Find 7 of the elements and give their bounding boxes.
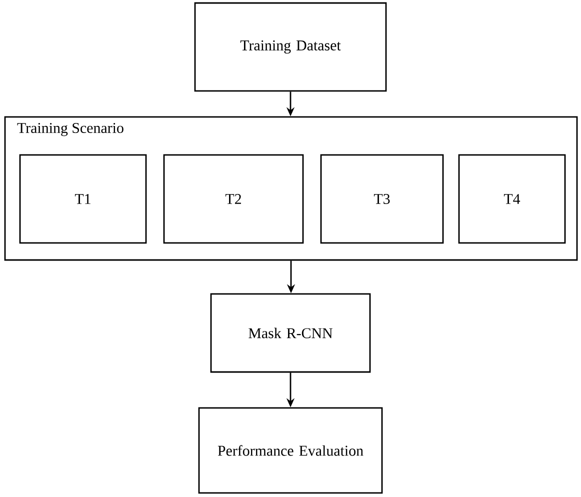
- process-box: T3: [320, 154, 444, 244]
- process-box: Performance Evaluation: [198, 407, 383, 494]
- process-box: T2: [163, 154, 304, 244]
- process-box: T1: [19, 154, 147, 244]
- process-box: Training Dataset: [194, 2, 387, 92]
- process-box: Mask R-CNN: [210, 293, 371, 373]
- process-box: T4: [458, 154, 566, 244]
